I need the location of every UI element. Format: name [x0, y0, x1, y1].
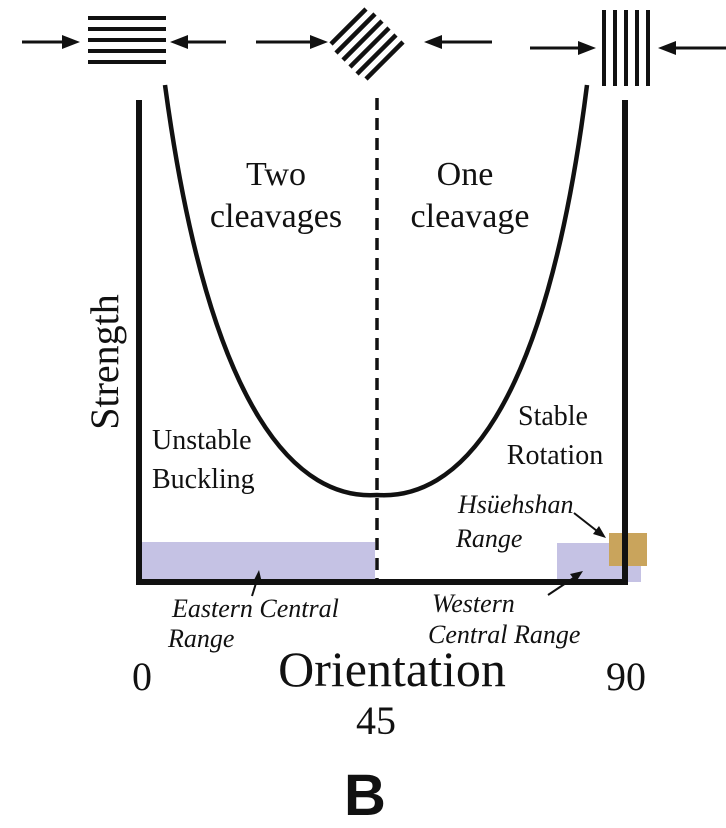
diagonal-layers-compression-icon — [256, 9, 492, 79]
label-buckling: Buckling — [152, 464, 255, 495]
hsuehshan-pointer-arrow — [574, 513, 606, 538]
region-label-one: One — [437, 156, 494, 193]
label-rotation: Rotation — [507, 440, 603, 471]
x-tick-45: 45 — [356, 698, 396, 743]
region-label-cleavage: cleavage — [411, 198, 530, 235]
panel-label: B — [344, 763, 386, 828]
vertical-layers-compression-icon — [530, 10, 726, 86]
horizontal-layers-compression-icon — [22, 18, 226, 62]
label-eastern-range: Range — [167, 624, 234, 653]
region-label-cleavages: cleavages — [210, 198, 342, 235]
x-tick-90: 90 — [606, 654, 646, 699]
label-stable: Stable — [518, 401, 588, 432]
y-axis-label: Strength — [82, 294, 127, 430]
region-label-two: Two — [246, 156, 306, 193]
label-unstable: Unstable — [152, 425, 252, 456]
label-hsuehshan-range: Range — [455, 524, 522, 553]
label-eastern-central: Eastern Central — [171, 594, 339, 623]
x-tick-0: 0 — [132, 654, 152, 699]
x-axis-label: Orientation — [278, 641, 506, 697]
label-hsuehshan: Hsüehshan — [457, 490, 574, 519]
label-western: Western — [432, 589, 515, 618]
